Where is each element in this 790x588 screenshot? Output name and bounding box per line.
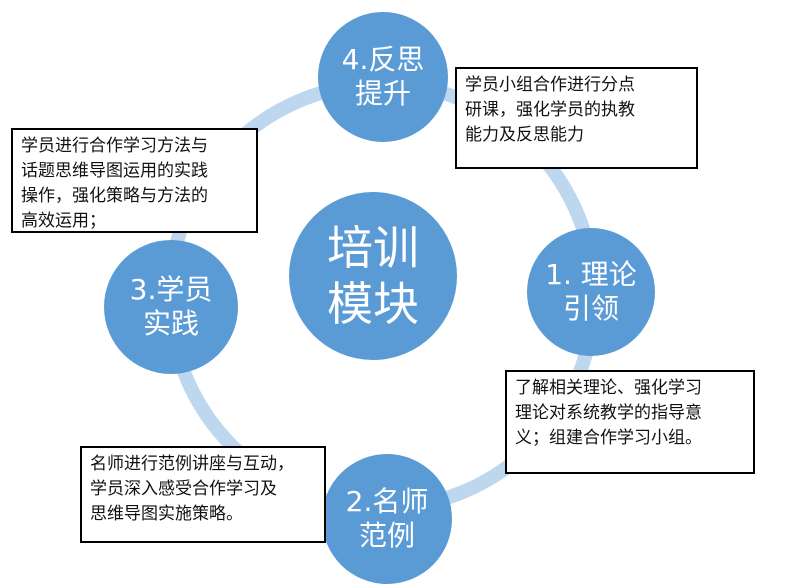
note-line: 话题思维导图运用的实践: [21, 161, 208, 181]
note-line: 高效运用；: [21, 211, 106, 231]
note-theory: 了解相关理论、强化学习 理论对系统教学的指导意 义；组建合作学习小组。: [505, 370, 755, 474]
note-line: 学员小组合作进行分点: [465, 75, 635, 95]
note-line: 学员深入感受合作学习及: [90, 479, 277, 499]
note-line: 义；组建合作学习小组。: [515, 428, 702, 448]
note-line: 名师进行范例讲座与互动，: [90, 454, 294, 474]
node-label-line2: 提升: [354, 77, 411, 110]
note-line: 研课，强化学员的执教: [465, 100, 635, 120]
node-label-line2: 实践: [142, 307, 199, 340]
node-practice: 3.学员 实践: [104, 240, 238, 374]
center-line2: 模块: [327, 277, 419, 331]
center-line1: 培训: [327, 221, 419, 275]
node-label-line1: 1. 理论: [545, 258, 637, 291]
node-label-line2: 范例: [358, 519, 415, 552]
note-line: 能力及反思能力: [465, 125, 584, 145]
node-label-line1: 2.名师: [345, 485, 429, 518]
note-line: 学员进行合作学习方法与: [21, 136, 208, 156]
note-line: 了解相关理论、强化学习: [515, 378, 702, 398]
note-master-example: 名师进行范例讲座与互动， 学员深入感受合作学习及 思维导图实施策略。: [80, 446, 326, 543]
note-line: 操作，强化策略与方法的: [21, 186, 208, 206]
note-reflection: 学员小组合作进行分点 研课，强化学员的执教 能力及反思能力: [455, 67, 698, 169]
note-line: 思维导图实施策略。: [90, 504, 243, 524]
note-line: 理论对系统教学的指导意: [515, 403, 702, 423]
node-reflection: 4.反思 提升: [318, 12, 448, 142]
center-node: 培训 模块: [289, 192, 457, 360]
node-label-line1: 3.学员: [129, 273, 213, 306]
node-theory: 1. 理论 引领: [527, 228, 655, 356]
note-practice: 学员进行合作学习方法与 话题思维导图运用的实践 操作，强化策略与方法的 高效运用…: [11, 128, 258, 233]
node-label-line2: 引领: [562, 292, 619, 325]
node-label-line1: 4.反思: [341, 43, 425, 76]
node-master-example: 2.名师 范例: [322, 454, 452, 584]
